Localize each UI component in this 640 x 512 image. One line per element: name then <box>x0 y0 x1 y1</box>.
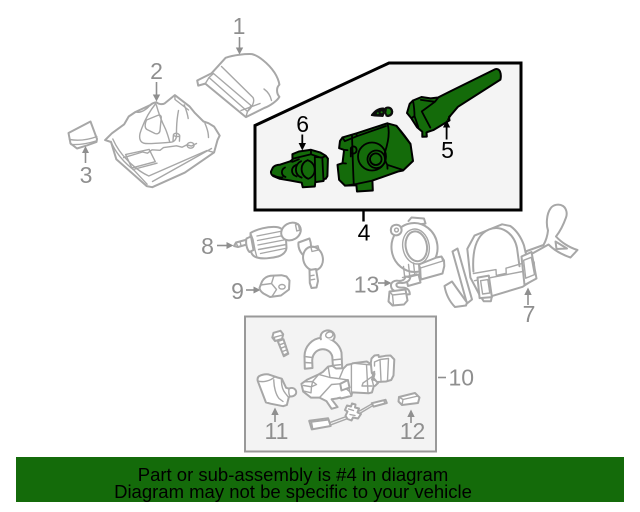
svg-text:6: 6 <box>296 111 309 137</box>
svg-text:8: 8 <box>201 233 214 259</box>
svg-text:10: 10 <box>449 365 475 391</box>
svg-text:11: 11 <box>265 418 289 444</box>
svg-text:13: 13 <box>354 272 380 298</box>
svg-text:3: 3 <box>80 162 93 188</box>
svg-text:9: 9 <box>231 278 244 304</box>
svg-text:7: 7 <box>523 301 536 327</box>
svg-text:12: 12 <box>400 418 426 444</box>
svg-text:1: 1 <box>233 13 246 39</box>
svg-text:2: 2 <box>150 58 163 84</box>
svg-text:4: 4 <box>358 220 371 246</box>
svg-text:Diagram may not be specific to: Diagram may not be specific to your vehi… <box>114 481 472 502</box>
svg-text:5: 5 <box>441 137 454 163</box>
svg-text:Part or sub-assembly is #4 in: Part or sub-assembly is #4 in diagram <box>138 464 449 485</box>
